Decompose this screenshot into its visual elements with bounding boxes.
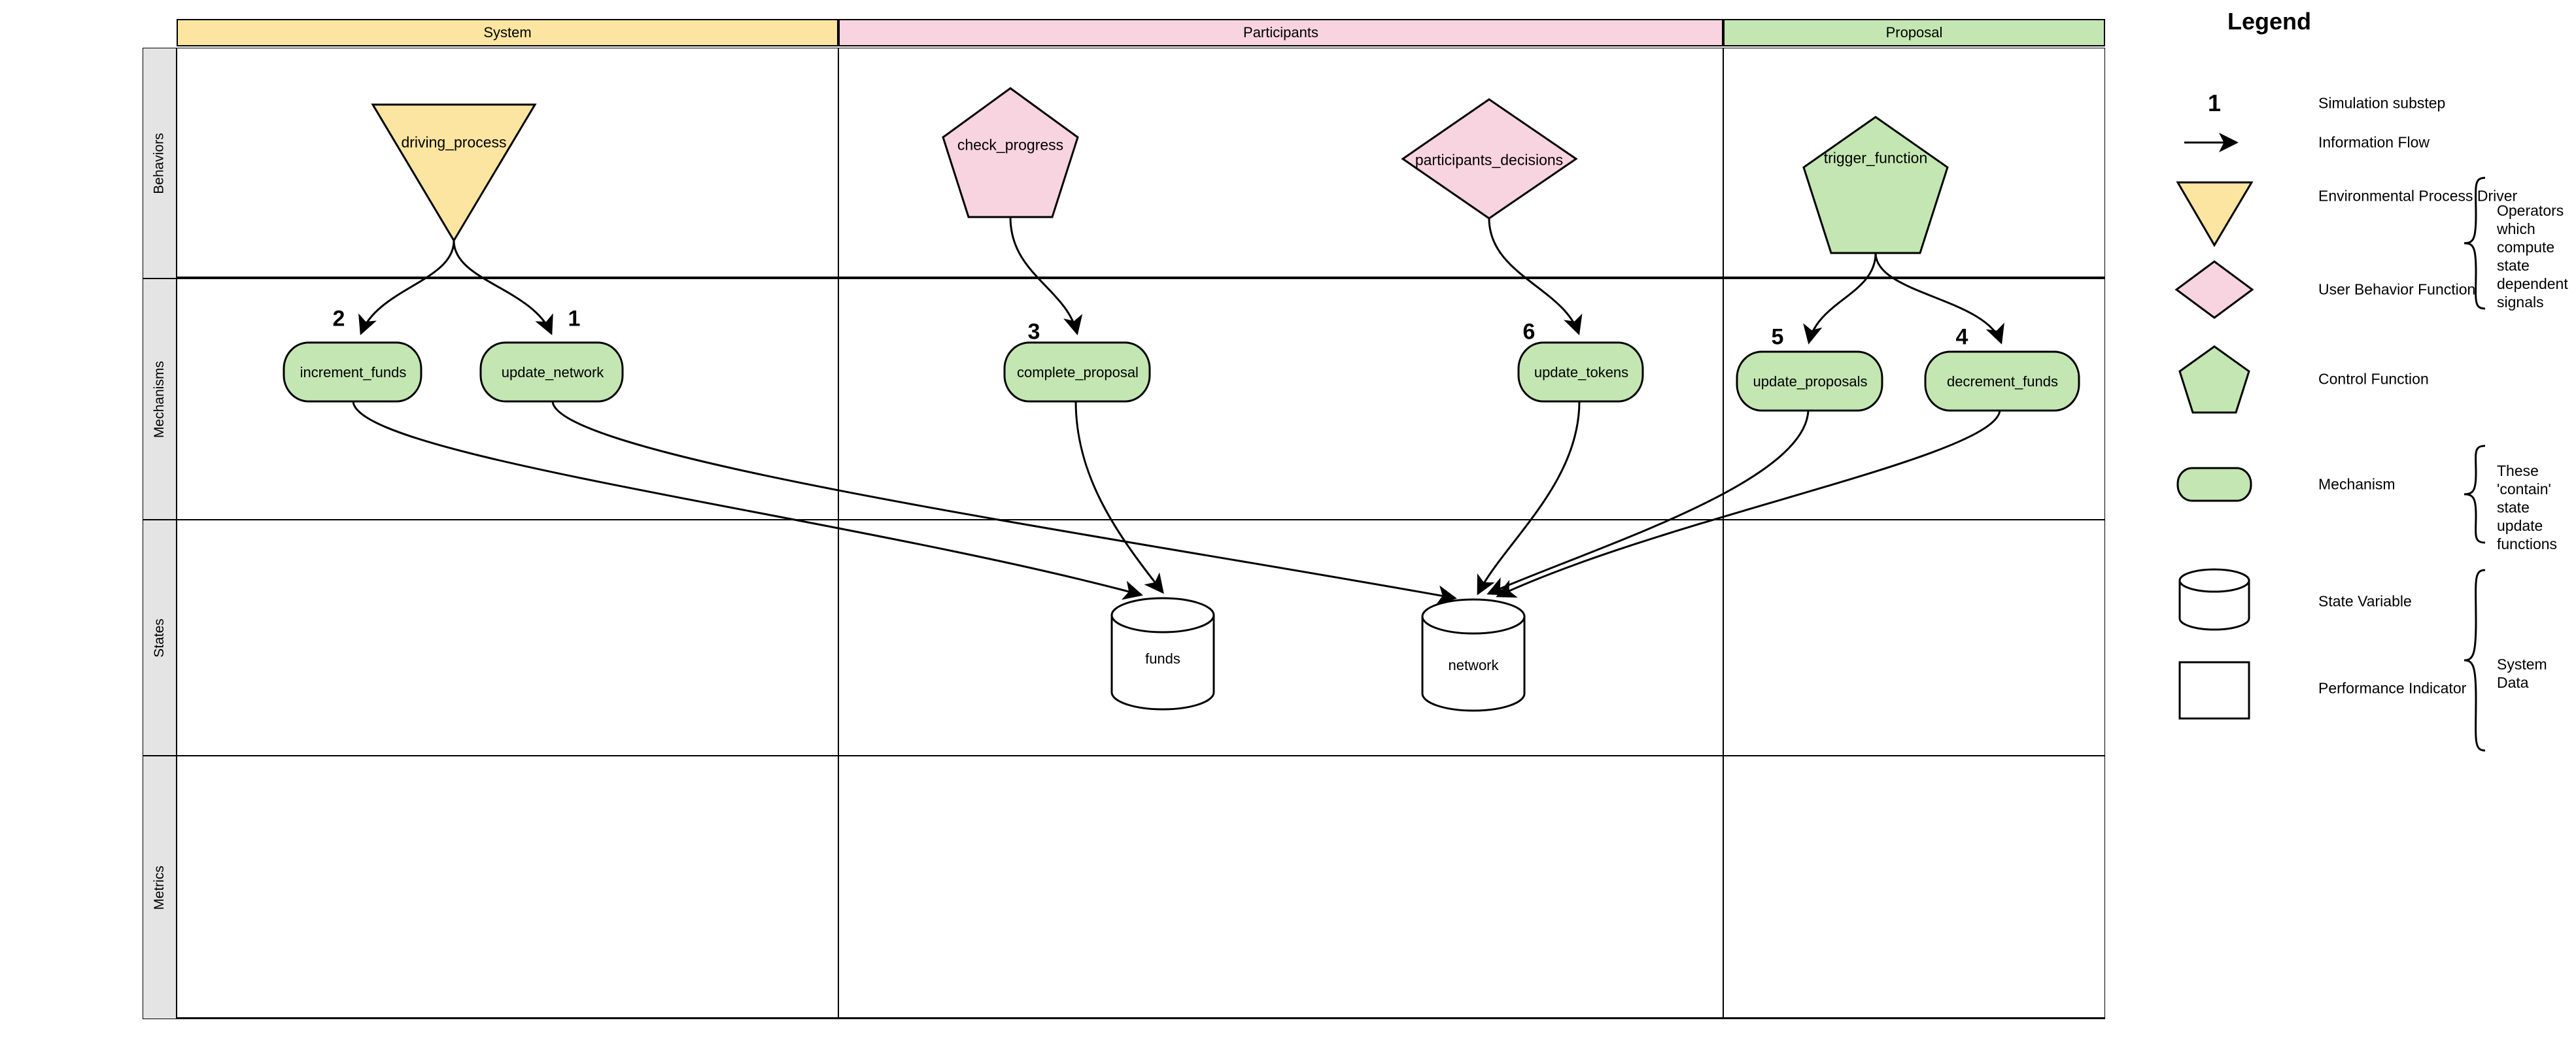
- cell-proposal-mechanisms: [1723, 278, 2105, 520]
- node-complete-proposal-label: complete_proposal: [1017, 363, 1139, 380]
- cell-system-metrics: [177, 756, 838, 1019]
- node-funds-label: funds: [1145, 650, 1180, 667]
- column-header-participants: Participants: [838, 19, 1723, 46]
- substep-number-complete-proposal: 3: [1027, 319, 1040, 345]
- node-driving-process-label: driving_process: [401, 133, 507, 151]
- node-update-network-label: update_network: [501, 363, 604, 380]
- column-header-proposal-label: Proposal: [1885, 24, 1943, 41]
- substep-number-update-proposals: 5: [1771, 324, 1784, 350]
- column-header-system: System: [177, 19, 838, 46]
- legend-note-mechanism: These 'contain' state update functions: [2497, 462, 2558, 553]
- cell-participants-mechanisms: [838, 278, 1723, 520]
- column-header-participants-label: Participants: [1243, 24, 1318, 41]
- node-network-label: network: [1448, 656, 1499, 673]
- legend-label-state-variable: State Variable: [2318, 592, 2412, 610]
- legend-label-control-function: Control Function: [2318, 370, 2429, 388]
- row-label-mechanisms-text: Mechanisms: [152, 360, 167, 438]
- row-label-states: States: [143, 520, 177, 756]
- substep-number-increment-funds: 2: [332, 306, 345, 331]
- cell-system-states: [177, 520, 838, 756]
- cell-proposal-states: [1723, 520, 2105, 756]
- legend-label-information-flow: Information Flow: [2318, 133, 2430, 151]
- substep-number-update-tokens: 6: [1522, 319, 1536, 345]
- legend-title: Legend: [2227, 8, 2311, 35]
- legend-panel: Legend 1 Simulation substep Information …: [2152, 8, 2576, 785]
- cell-participants-metrics: [838, 756, 1723, 1019]
- node-increment-funds-label: increment_funds: [300, 363, 407, 380]
- legend-label-user-behavior-function: User Behavior Function: [2318, 280, 2476, 298]
- column-header-proposal: Proposal: [1723, 19, 2105, 46]
- legend-label-mechanism: Mechanism: [2318, 475, 2396, 493]
- cell-participants-states: [838, 520, 1723, 756]
- row-label-states-text: States: [152, 618, 167, 658]
- cell-proposal-metrics: [1723, 756, 2105, 1019]
- row-label-behaviors: Behaviors: [143, 48, 177, 278]
- node-trigger-function-label: trigger_function: [1823, 149, 1928, 167]
- legend-label-simulation-substep: Simulation substep: [2318, 94, 2446, 112]
- cell-participants-behaviors: [838, 48, 1723, 278]
- node-update-proposals-label: update_proposals: [1753, 373, 1868, 390]
- row-label-behaviors-text: Behaviors: [152, 132, 167, 194]
- row-label-metrics: Metrics: [143, 756, 177, 1019]
- row-label-metrics-text: Metrics: [152, 865, 167, 910]
- column-header-system-label: System: [483, 24, 532, 41]
- legend-label-performance-indicator: Performance Indicator: [2318, 679, 2467, 697]
- node-participants-decisions-label: participants_decisions: [1415, 151, 1564, 169]
- cell-system-mechanisms: [177, 278, 838, 520]
- node-update-tokens-label: update_tokens: [1534, 363, 1629, 380]
- legend-note-operators: Operators which compute state dependent …: [2497, 201, 2568, 311]
- node-decrement-funds-label: decrement_funds: [1947, 373, 2058, 390]
- legend-simulation-substep-number: 1: [2207, 90, 2222, 116]
- substep-number-update-network: 1: [568, 306, 581, 331]
- legend-label-environmental-process-driver: Environmental Process Driver: [2318, 187, 2518, 205]
- node-check-progress-label: check_progress: [957, 136, 1064, 154]
- row-label-mechanisms: Mechanisms: [143, 278, 177, 520]
- substep-number-decrement-funds: 4: [1955, 324, 1968, 350]
- legend-note-system-data: System Data: [2497, 655, 2547, 691]
- cell-system-behaviors: [177, 48, 838, 278]
